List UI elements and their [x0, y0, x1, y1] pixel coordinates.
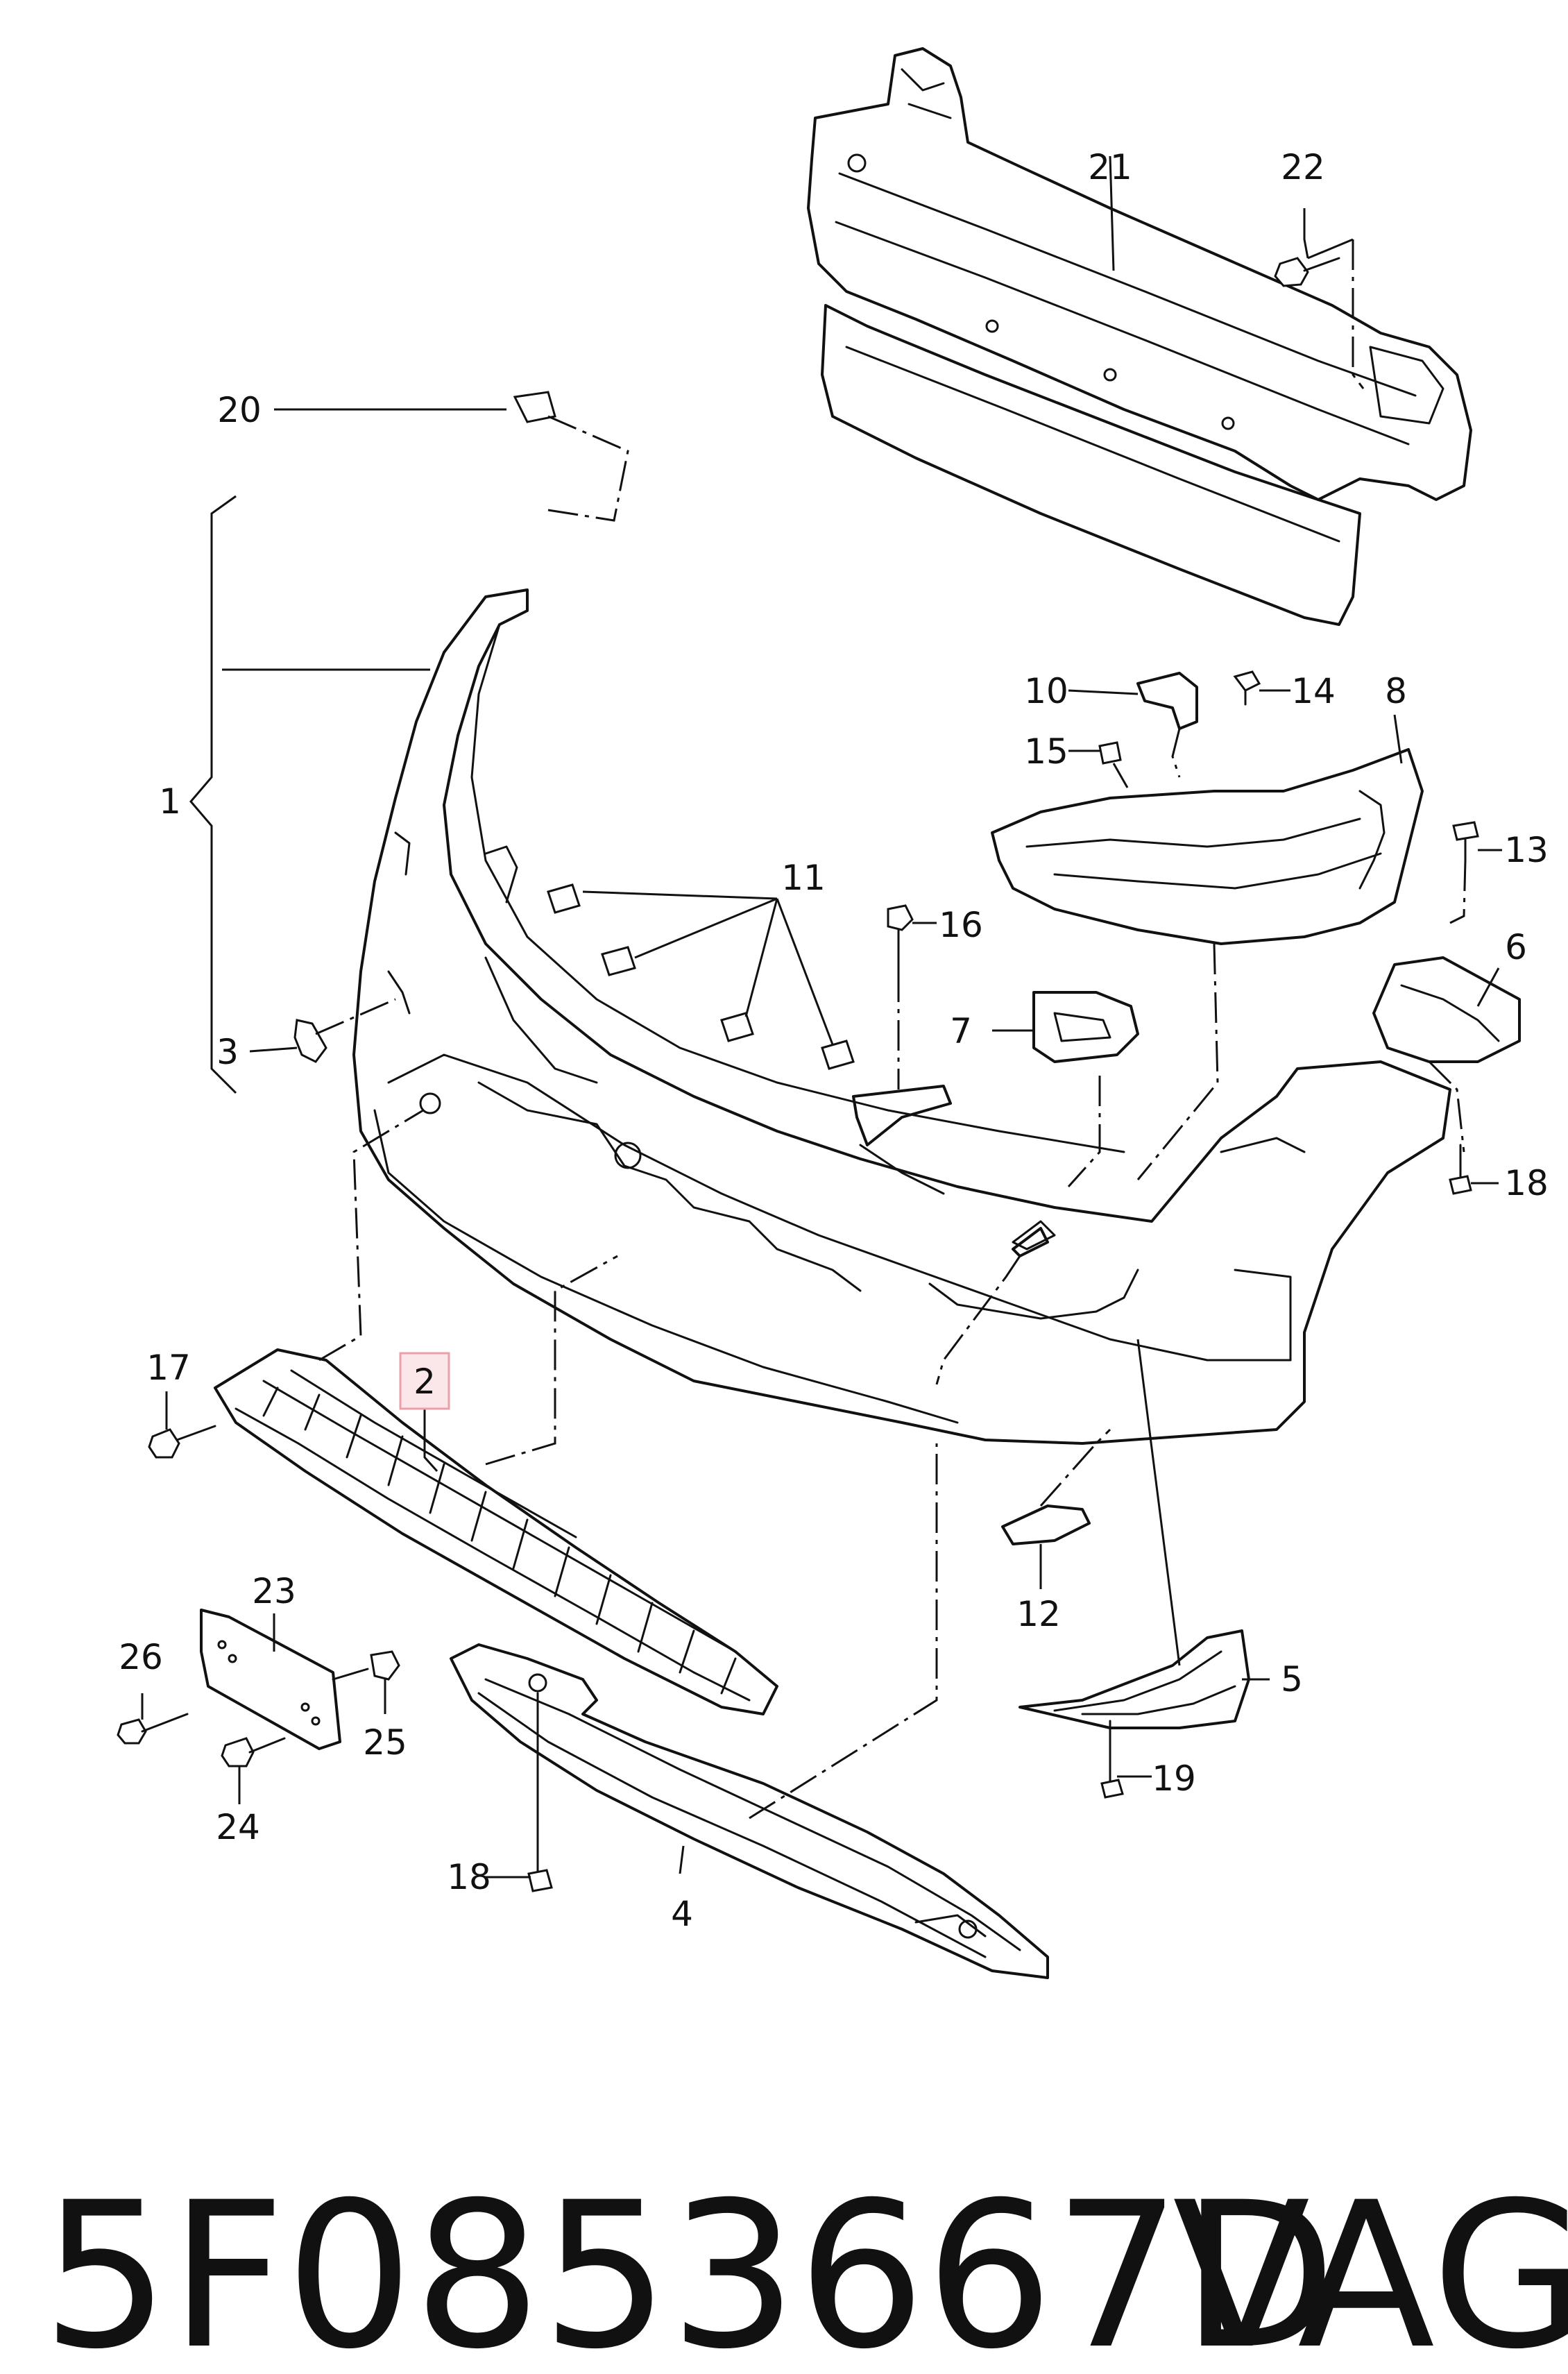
part-26-screw	[117, 1713, 189, 1745]
footer: 5F0853667D VAG	[42, 2160, 1568, 2374]
callout-25: 25	[363, 1722, 407, 1763]
callout-1-bracket	[189, 495, 237, 1094]
callout-1: 1	[159, 781, 181, 822]
callout-15: 15	[1024, 731, 1068, 772]
part-20-clip	[513, 391, 629, 522]
part-22-bolt	[1274, 238, 1365, 389]
part-17-screw	[148, 1425, 216, 1459]
part-13-clip	[1449, 821, 1479, 924]
part-15-nut	[1098, 741, 1129, 788]
part-1-bumper-cover	[352, 588, 1451, 1445]
callout-4: 4	[671, 1894, 693, 1934]
part-number: 5F0853667D	[42, 2160, 1336, 2374]
part-19-screw	[1100, 1720, 1124, 1799]
part-16-screw	[852, 904, 952, 1146]
callout-6: 6	[1505, 927, 1527, 967]
callout-13: 13	[1504, 830, 1549, 870]
part-12-cap	[935, 1227, 1111, 1545]
part-2-grille	[214, 1109, 778, 1715]
leader-lines	[141, 155, 1502, 1879]
part-21-bumper-carrier	[807, 47, 1472, 626]
callout-17: 17	[146, 1348, 191, 1388]
part-8-guide	[991, 748, 1424, 1180]
part-4-spoiler	[450, 1443, 1049, 1979]
part-18-screw-right	[1449, 1144, 1472, 1195]
callout-18-right: 18	[1504, 1163, 1549, 1203]
callout-2: 2	[414, 1362, 436, 1402]
part-14-clip	[1233, 670, 1261, 706]
part-10-bracket	[1136, 672, 1198, 778]
part-24-screw	[221, 1737, 286, 1767]
callout-16: 16	[939, 905, 983, 945]
part-7-cover	[1032, 991, 1139, 1188]
part-3-cap	[293, 998, 396, 1063]
part-18-screw-bottom	[527, 1754, 553, 1892]
callout-3: 3	[216, 1032, 239, 1072]
callout-7: 7	[950, 1011, 972, 1051]
callout-22: 22	[1281, 147, 1325, 187]
part-11-sensor-holders	[547, 883, 855, 1070]
callout-labels: 21 22 20 1 3 11 16 10 14 8 15 13 6 7 18 …	[119, 147, 1549, 1934]
callout-8: 8	[1385, 671, 1407, 711]
brand-label: VAG	[1173, 2160, 1568, 2374]
callout-12: 12	[1016, 1594, 1061, 1634]
callout-14: 14	[1291, 671, 1336, 711]
callout-5: 5	[1281, 1659, 1303, 1699]
callout-20: 20	[217, 390, 262, 430]
callout-2-highlight: 2	[399, 1352, 450, 1410]
callout-11: 11	[781, 858, 826, 898]
part-23-plate-bracket	[200, 1609, 341, 1750]
part-5-trim	[1019, 1339, 1250, 1729]
part-6-bracket	[1372, 956, 1521, 1153]
callout-26: 26	[119, 1637, 163, 1677]
callout-10: 10	[1024, 671, 1068, 711]
callout-24: 24	[216, 1807, 260, 1847]
callout-19: 19	[1152, 1758, 1196, 1799]
callout-23: 23	[252, 1571, 296, 1611]
callout-21: 21	[1088, 147, 1132, 187]
callout-18-bottom: 18	[447, 1857, 491, 1897]
part-25-nut	[332, 1650, 400, 1681]
